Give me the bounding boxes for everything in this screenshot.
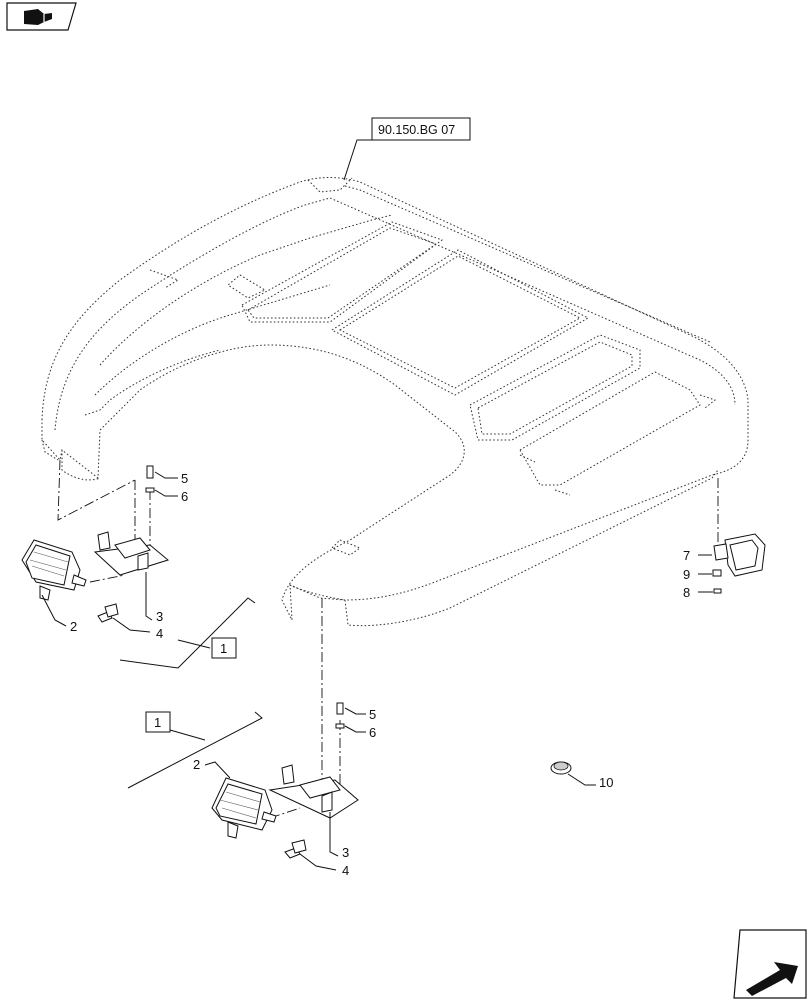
callout-box-1-a-text: 1 xyxy=(220,641,227,656)
bracket-line-b xyxy=(127,711,263,789)
callout-8: 8 xyxy=(683,585,690,600)
callout-2-b: 2 xyxy=(193,757,200,772)
book-open-icon[interactable] xyxy=(6,2,77,31)
callout-6-b: 6 xyxy=(369,725,376,740)
callout-10: 10 xyxy=(599,775,613,790)
bolt-upper-left[interactable] xyxy=(145,465,155,493)
callout-4-b: 4 xyxy=(342,863,349,878)
leader-3-a xyxy=(145,572,153,621)
bolt-lower[interactable] xyxy=(335,702,345,729)
reference-leader xyxy=(343,139,372,181)
callout-7: 7 xyxy=(683,548,690,563)
callout-box-1-b[interactable]: 1 xyxy=(145,711,171,733)
callout-5-b: 5 xyxy=(369,707,376,722)
reference-label-text: 90.150.BG 07 xyxy=(378,123,455,137)
bracket-line-a xyxy=(119,597,256,669)
leader-6-b xyxy=(344,725,366,733)
nut-9[interactable] xyxy=(712,569,722,577)
callout-3-a: 3 xyxy=(156,609,163,624)
mounting-bracket-lower[interactable] xyxy=(268,764,359,819)
washer-8[interactable] xyxy=(713,588,722,594)
leader-box1-a xyxy=(177,639,211,649)
leader-2-a xyxy=(41,594,67,627)
leader-2-b xyxy=(204,761,231,779)
work-lamp-lower[interactable] xyxy=(211,777,277,839)
callout-9: 9 xyxy=(683,567,690,582)
grommet-10[interactable] xyxy=(550,761,572,775)
connector-upper-left[interactable] xyxy=(97,603,119,623)
next-page-arrow-icon[interactable] xyxy=(733,929,807,999)
connector-lower[interactable] xyxy=(284,839,307,859)
leader-6-a xyxy=(154,489,178,497)
side-lamp-right[interactable] xyxy=(713,533,766,577)
reference-label[interactable]: 90.150.BG 07 xyxy=(371,117,471,141)
leader-3-b xyxy=(329,812,339,857)
leader-4-a xyxy=(112,617,151,633)
callout-4-a: 4 xyxy=(156,626,163,641)
work-lamp-upper-left[interactable] xyxy=(21,539,87,601)
leader-10 xyxy=(567,773,596,786)
leader-5-a xyxy=(154,471,178,479)
callout-3-b: 3 xyxy=(342,845,349,860)
leader-5-b xyxy=(344,707,366,715)
callout-box-1-b-text: 1 xyxy=(154,715,161,730)
callout-5-a: 5 xyxy=(181,471,188,486)
centerline-upper-left xyxy=(57,459,136,521)
leader-4-b xyxy=(299,853,337,871)
leader-box1-b xyxy=(169,729,206,741)
centerline-upper-lamp xyxy=(89,574,126,583)
callout-2-a: 2 xyxy=(70,619,77,634)
cab-roof xyxy=(41,177,749,627)
mounting-bracket-upper-left[interactable] xyxy=(93,531,170,576)
callout-6-a: 6 xyxy=(181,489,188,504)
callout-box-1-a[interactable]: 1 xyxy=(211,637,237,659)
